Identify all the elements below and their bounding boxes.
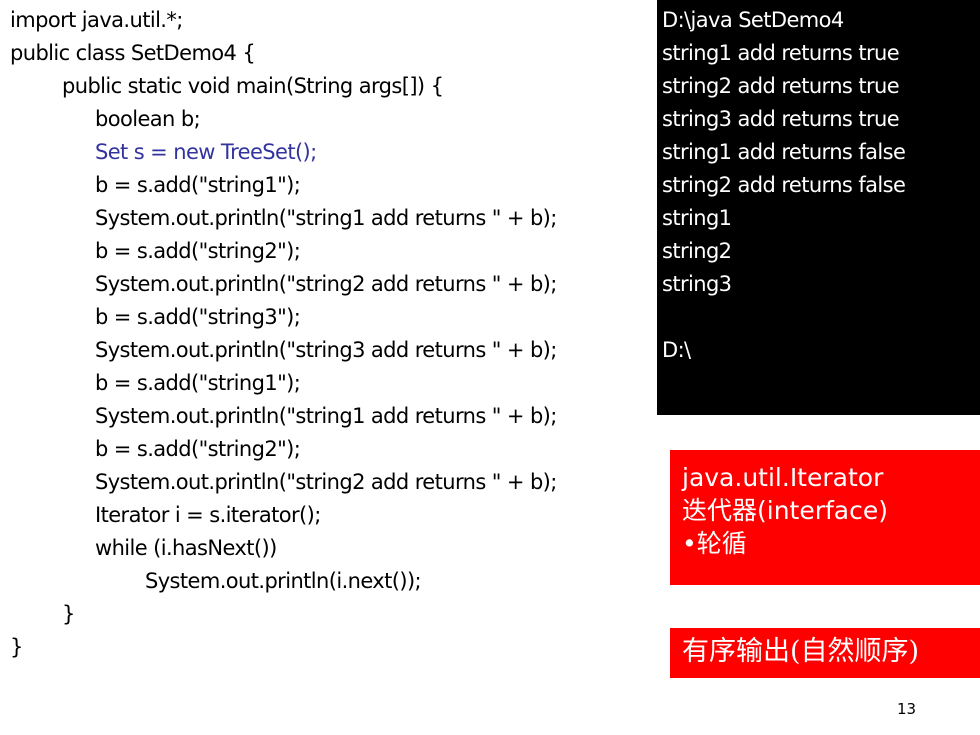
code-line: public static void main(String args[]) { xyxy=(62,74,444,98)
code-line: System.out.println("string1 add returns … xyxy=(95,206,557,230)
code-line: Set s = new TreeSet(); xyxy=(95,140,317,164)
code-line: import java.util.*; xyxy=(10,8,183,32)
code-line: b = s.add("string2"); xyxy=(95,239,301,263)
console-line: string1 add returns true xyxy=(662,41,900,65)
console-line: string3 add returns true xyxy=(662,107,900,131)
iterator-note-box: java.util.Iterator 迭代器(interface) •轮循 xyxy=(670,450,980,585)
code-line: boolean b; xyxy=(95,107,201,131)
console-line: string1 xyxy=(662,206,732,230)
console-line: D:\java SetDemo4 xyxy=(662,8,844,32)
console-line xyxy=(662,301,980,334)
code-line: System.out.println("string3 add returns … xyxy=(95,338,557,362)
code-listing: import java.util.*; public class SetDemo4… xyxy=(10,4,557,664)
code-line: System.out.println(i.next()); xyxy=(145,569,422,593)
code-line: } xyxy=(10,635,23,659)
page-number: 13 xyxy=(897,700,917,718)
code-line: b = s.add("string3"); xyxy=(95,305,301,329)
code-line: System.out.println("string2 add returns … xyxy=(95,470,557,494)
code-line: System.out.println("string2 add returns … xyxy=(95,272,557,296)
ordered-output-note-box: 有序输出(自然顺序) xyxy=(670,628,980,678)
code-line: public class SetDemo4 { xyxy=(10,41,256,65)
code-line: while (i.hasNext()) xyxy=(95,536,277,560)
code-line: } xyxy=(62,602,75,626)
code-line: b = s.add("string1"); xyxy=(95,173,301,197)
code-line: Iterator i = s.iterator(); xyxy=(95,503,321,527)
console-line: string2 xyxy=(662,239,732,263)
console-output-panel: D:\java SetDemo4 string1 add returns true… xyxy=(657,0,980,415)
ordered-output-note-text: 有序输出(自然顺序) xyxy=(682,636,920,667)
iterator-note-line-2: 迭代器(interface) xyxy=(682,496,889,525)
console-line: string2 add returns true xyxy=(662,74,900,98)
console-line: D:\ xyxy=(662,338,691,362)
iterator-note-line-3: •轮循 xyxy=(682,529,747,558)
code-line: System.out.println("string1 add returns … xyxy=(95,404,557,428)
console-line: string3 xyxy=(662,272,732,296)
code-line: b = s.add("string2"); xyxy=(95,437,301,461)
console-line: string2 add returns false xyxy=(662,173,906,197)
code-line: b = s.add("string1"); xyxy=(95,371,301,395)
iterator-note-line-1: java.util.Iterator xyxy=(682,463,884,492)
console-line: string1 add returns false xyxy=(662,140,906,164)
